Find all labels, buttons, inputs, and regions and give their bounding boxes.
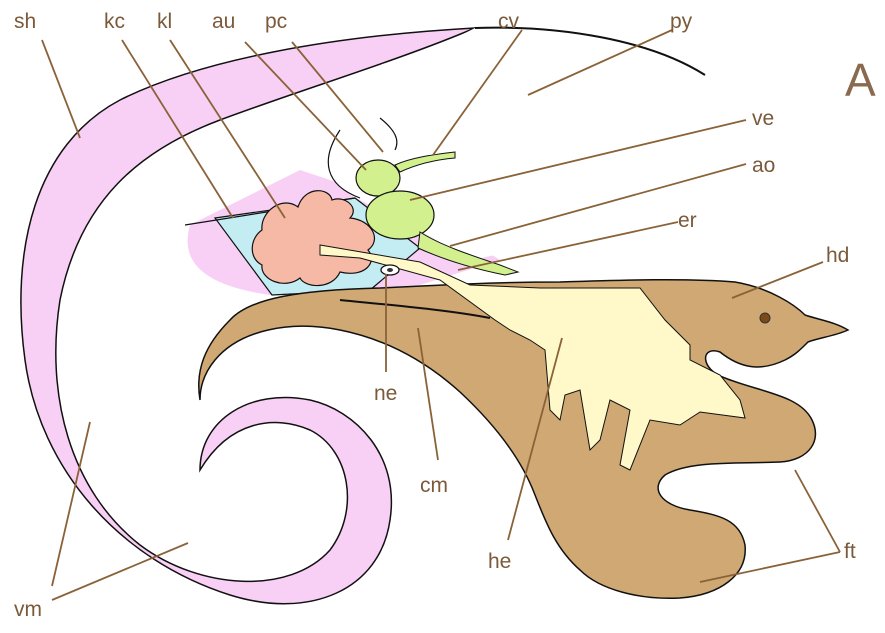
label-ve: ve [752, 107, 774, 130]
figure-letter: A [845, 54, 876, 106]
label-au: au [212, 10, 235, 33]
label-kl: kl [157, 10, 172, 33]
label-pc: pc [265, 10, 287, 33]
leader-ft-a [795, 470, 840, 552]
label-er: er [678, 209, 697, 232]
label-ft: ft [844, 540, 856, 563]
label-he: he [488, 550, 511, 573]
label-kc: kc [104, 10, 125, 33]
leader-hd [732, 262, 823, 298]
nephridiopore-inner [387, 268, 393, 272]
eye [760, 313, 770, 323]
leader-vm-b [52, 543, 188, 600]
label-hd: hd [826, 244, 849, 267]
label-vm: vm [14, 598, 42, 621]
label-py: py [670, 10, 693, 33]
label-ne: ne [374, 382, 397, 405]
label-sh: sh [14, 10, 36, 33]
label-ao: ao [752, 154, 775, 177]
ventricle [366, 191, 434, 239]
label-cm: cm [420, 474, 448, 497]
label-cv: cv [498, 10, 520, 33]
leader-sh [42, 40, 80, 138]
